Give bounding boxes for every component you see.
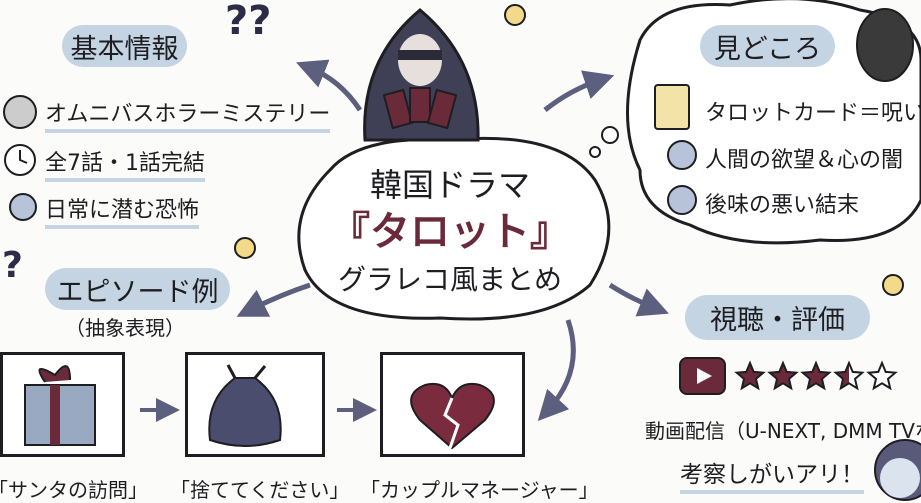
highlights-heading: 見どころ xyxy=(700,25,835,67)
center-line-2: 『タロット』 xyxy=(330,209,570,255)
rating-star-icon xyxy=(866,360,898,391)
hooded-figure-icon xyxy=(363,8,480,142)
rating-star-icon xyxy=(833,360,865,391)
arrow-to-episode-3 xyxy=(537,319,576,422)
arrow-to-highlights xyxy=(543,70,615,112)
shocked-girl-icon xyxy=(874,439,921,501)
play-button-icon xyxy=(679,357,726,395)
episode-caption: 「サンタの訪問」 xyxy=(0,478,148,502)
rating-star-icon xyxy=(800,360,832,391)
basic-info-item: 日常に潜む恐怖 xyxy=(45,192,200,229)
mask-face-icon xyxy=(856,8,914,82)
brain-icon xyxy=(667,140,697,170)
sad-face-icon xyxy=(667,185,697,215)
episode-caption: 「カップルマネージャー」 xyxy=(360,478,599,502)
gift-box-icon xyxy=(24,365,96,446)
lightbulb-icon xyxy=(234,4,904,296)
film-reel-icon xyxy=(3,95,37,129)
arrow-to-basic-info xyxy=(296,59,363,112)
basic-info-heading: 基本情報 xyxy=(62,25,187,67)
trash-bag-icon xyxy=(208,364,282,447)
center-line-3: グラレコ風まとめ xyxy=(337,263,562,296)
arrow-to-viewing xyxy=(608,282,669,317)
rating-star-icon xyxy=(734,360,766,391)
rating-stars xyxy=(734,360,898,391)
basic-info-item: 全7話・1話完結 xyxy=(45,145,205,182)
highlight-item: 人間の欲望＆心の闇 xyxy=(705,148,904,173)
arrow-to-episodes xyxy=(236,282,311,317)
broken-heart-icon xyxy=(410,382,495,450)
clock-icon xyxy=(4,144,36,176)
question-marks-decor: ?? xyxy=(225,0,272,44)
viewing-note: 考察しがいアリ！ xyxy=(680,455,864,494)
scared-face-icon xyxy=(9,193,37,221)
episodes-heading: エピソード例 xyxy=(45,268,230,310)
streaming-info: 動画配信（U-NEXT, DMM TVな xyxy=(645,419,921,443)
question-mark-decor: ? xyxy=(2,245,23,286)
episodes-subtitle: （抽象表現） xyxy=(65,316,185,340)
rating-star-icon xyxy=(767,360,799,391)
episode-caption: 「捨ててください」 xyxy=(170,478,350,502)
highlight-item: 後味の悪い結末 xyxy=(705,193,860,218)
tarot-card-icon xyxy=(654,84,690,130)
center-line-1: 韓国ドラマ xyxy=(369,166,530,204)
thought-cloud xyxy=(626,0,921,245)
highlight-item: タロットカード＝呪い？ xyxy=(705,101,921,126)
basic-info-item: オムニバスホラーミステリー xyxy=(45,96,331,133)
center-title: 韓国ドラマ 『タロット』 グラレコ風まとめ xyxy=(310,160,590,298)
viewing-heading: 視聴・評価 xyxy=(685,295,870,340)
